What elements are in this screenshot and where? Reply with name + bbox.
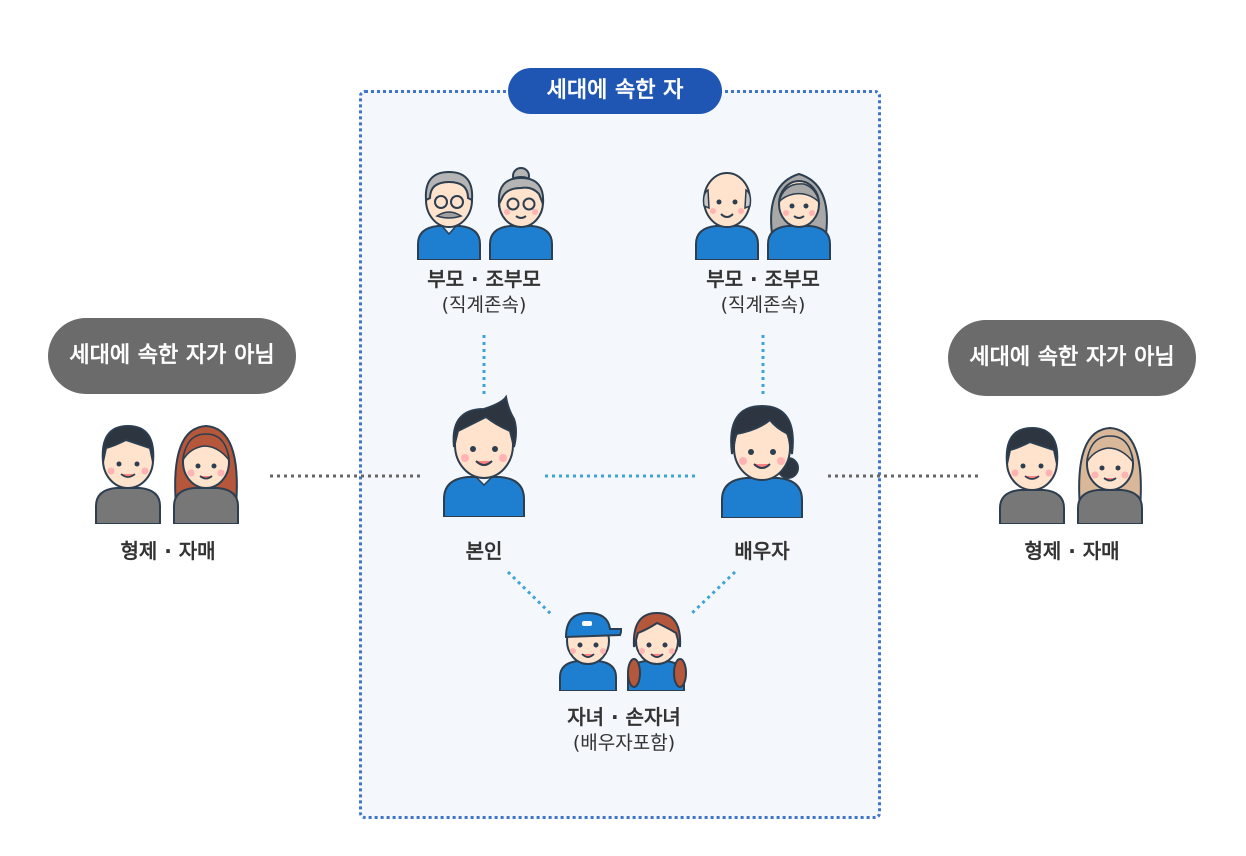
right-siblings-label: 형제 · 자매 (992, 538, 1152, 565)
right-not-household-badge: 세대에 속한 자가 아님 (948, 320, 1196, 396)
brother-icon (92, 420, 164, 524)
sister-icon (170, 420, 242, 524)
brother-icon (996, 424, 1068, 524)
bald-grandfather-icon (692, 164, 762, 260)
grandparents-left-label: 부모 · 조부모 (직계존속) (404, 266, 564, 319)
sister-icon (1074, 424, 1146, 524)
grandparents-right-label: 부모 · 조부모 (직계존속) (683, 266, 843, 319)
children-label: 자녀 · 손자녀 (배우자포함) (540, 704, 708, 757)
connector-spouse-to-children (690, 572, 735, 615)
left-siblings-label: 형제 · 자매 (88, 538, 248, 565)
self-label: 본인 (424, 538, 544, 565)
left-not-household-badge: 세대에 속한 자가 아님 (48, 318, 296, 394)
woman-icon (718, 398, 806, 518)
girl-braids-icon (624, 607, 690, 691)
man-icon (440, 395, 528, 517)
gray-haired-grandmother-icon (764, 164, 834, 260)
boy-cap-icon (556, 607, 622, 691)
spouse-label: 배우자 (700, 538, 824, 565)
grandmother-icon (486, 164, 556, 260)
connector-self-to-children (508, 572, 552, 615)
grandfather-icon (414, 164, 484, 260)
